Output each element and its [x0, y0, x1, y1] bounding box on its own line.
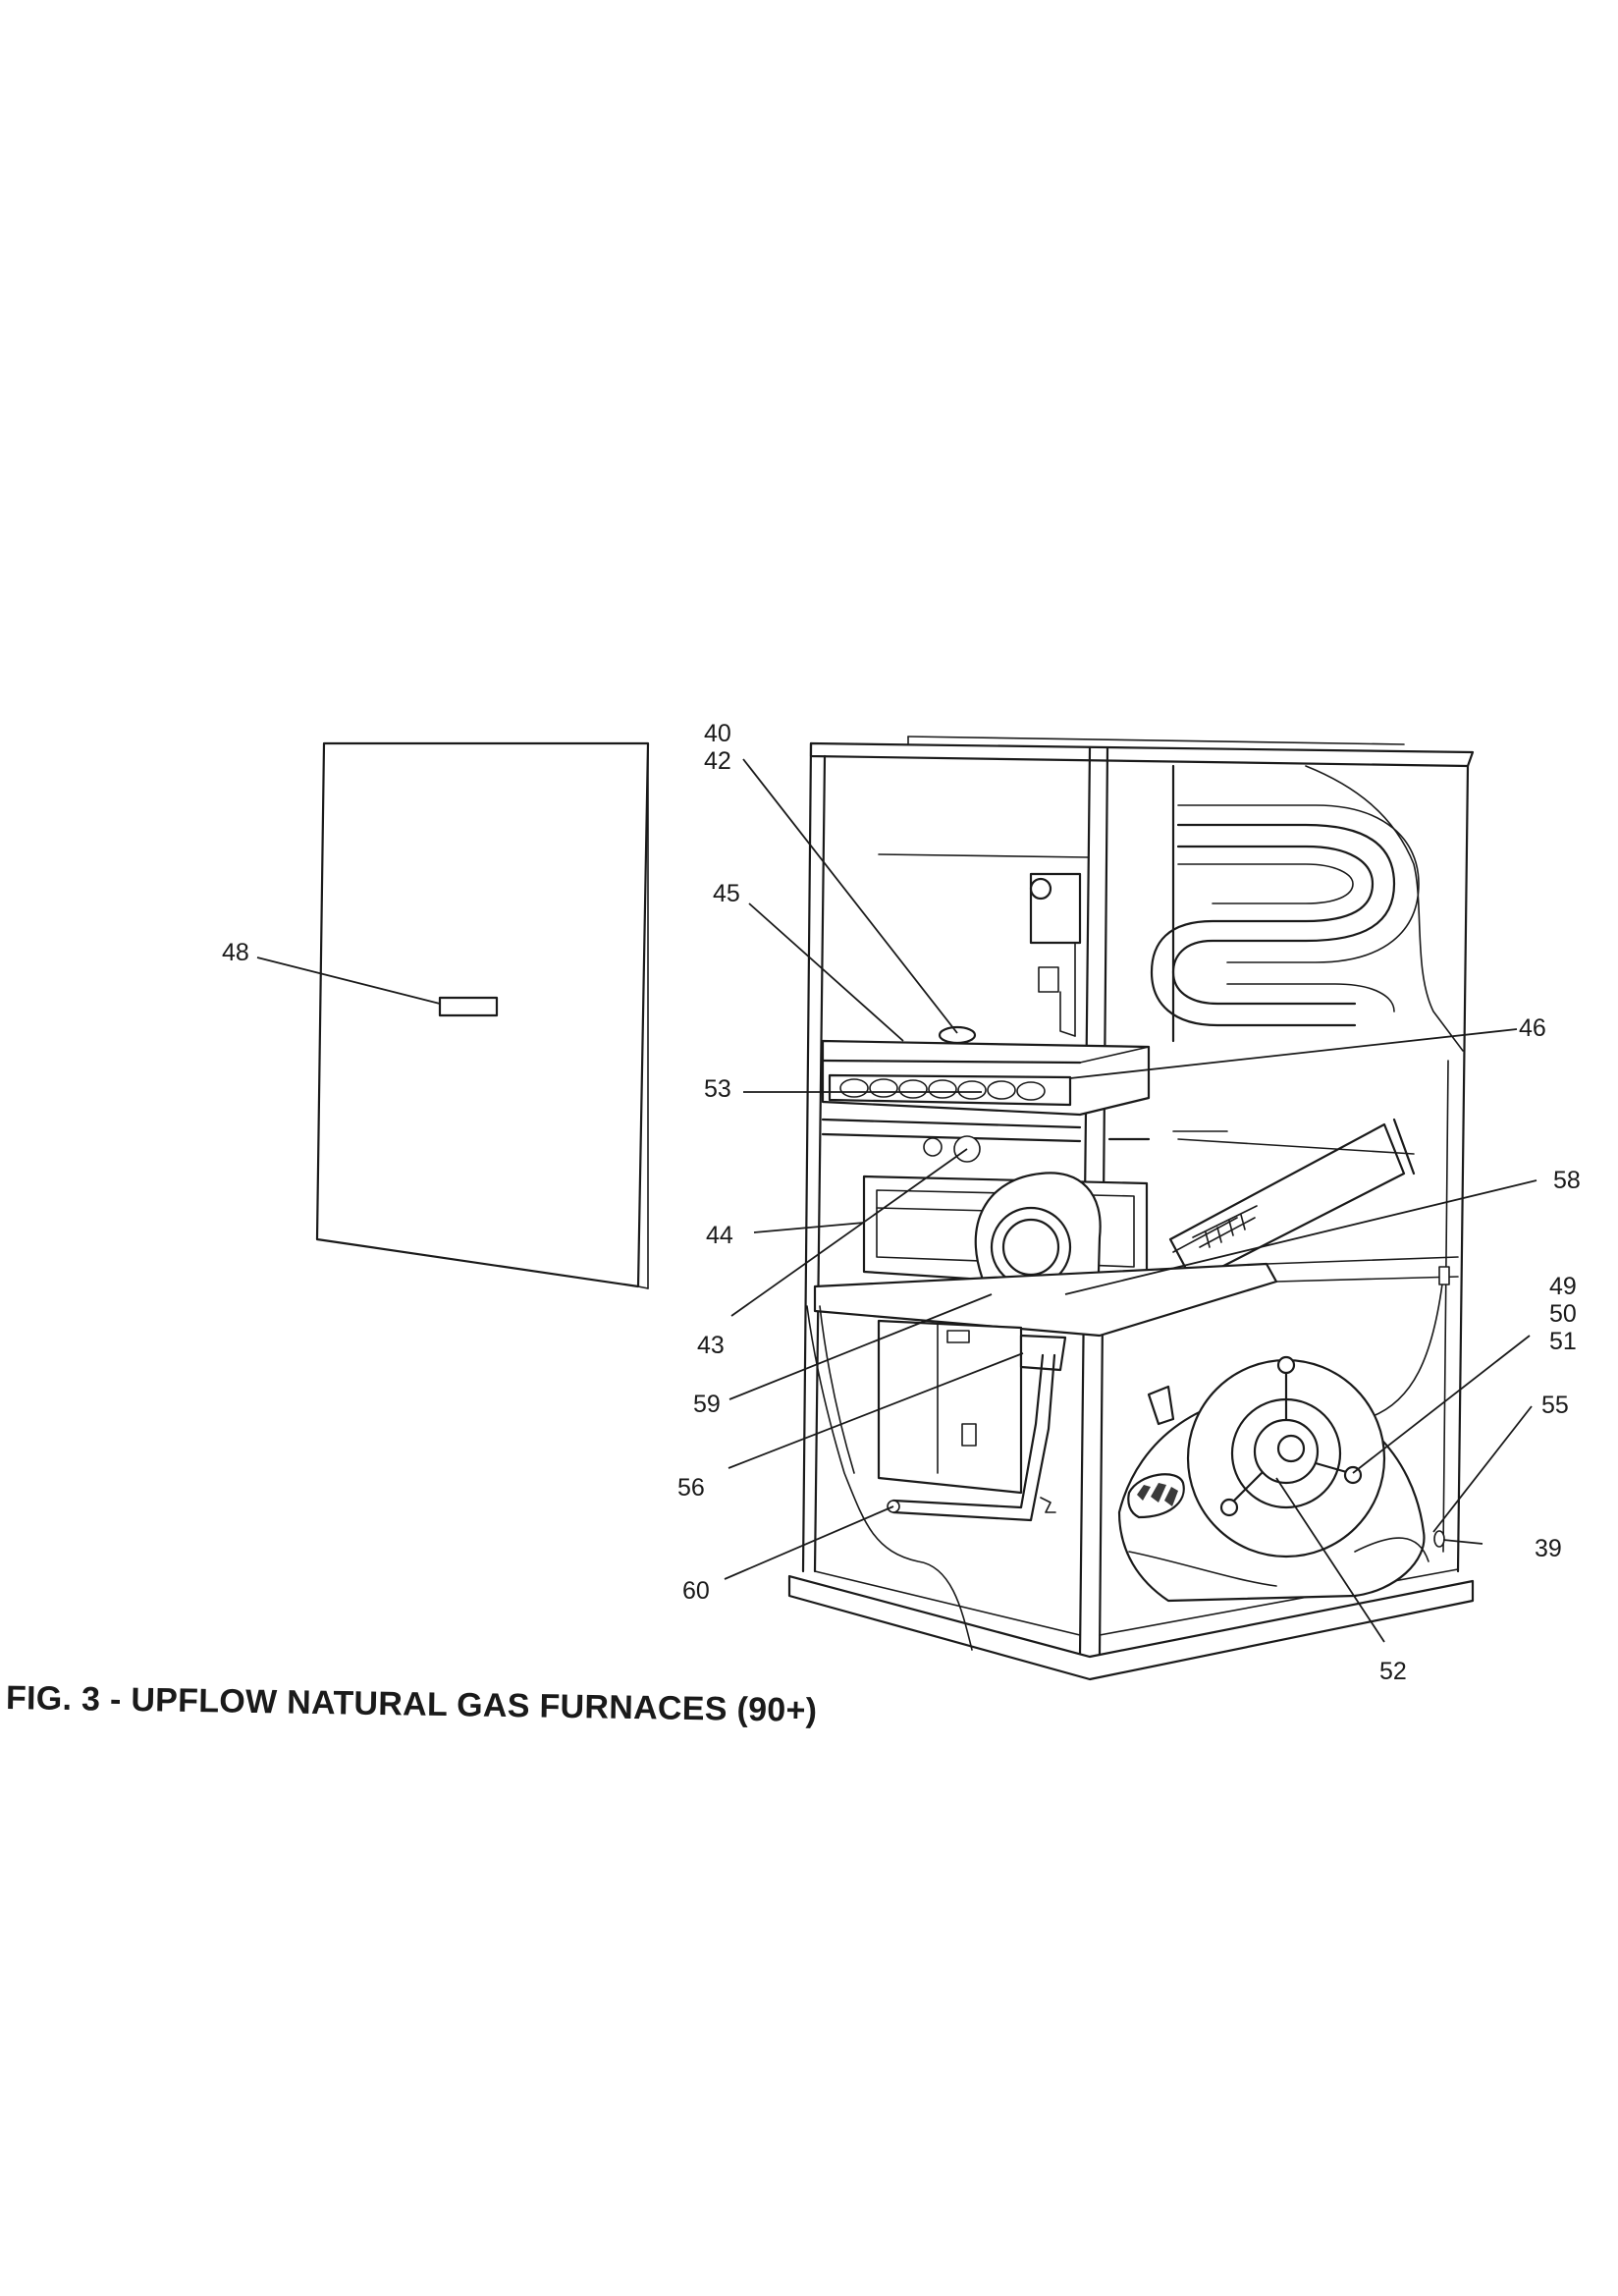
misc-parts [1040, 1266, 1450, 1548]
callout-59: 59 [693, 1391, 721, 1418]
door-handle-label [438, 996, 499, 1017]
main-blower [1117, 1355, 1429, 1603]
leader-lines [256, 758, 1537, 1643]
callout-55: 55 [1541, 1392, 1569, 1419]
door-panel [315, 741, 650, 1289]
callout-46: 46 [1519, 1014, 1546, 1042]
callout-43: 43 [697, 1332, 725, 1359]
callout-58: 58 [1553, 1167, 1581, 1194]
gas-valve-box [877, 1319, 1067, 1495]
callout-56: 56 [677, 1474, 705, 1502]
callout-40: 40 [704, 720, 731, 747]
callout-48: 48 [222, 939, 249, 966]
callout-labels: 48 40 42 45 46 53 58 44 43 49 50 51 55 5… [222, 720, 1581, 1685]
callout-49: 49 [1549, 1273, 1577, 1300]
callout-39: 39 [1535, 1535, 1562, 1562]
callout-50: 50 [1549, 1300, 1577, 1328]
blower-deck [813, 1256, 1459, 1338]
burner-assembly [821, 1025, 1151, 1163]
upper-controls [878, 853, 1089, 1037]
callout-42: 42 [704, 747, 731, 775]
callout-52: 52 [1379, 1658, 1407, 1685]
vent-pipe [1168, 1118, 1416, 1284]
callout-51: 51 [1549, 1328, 1577, 1355]
callout-45: 45 [713, 880, 740, 907]
callout-60: 60 [682, 1577, 710, 1605]
heat-exchanger-coil [1150, 764, 1464, 1052]
callout-44: 44 [706, 1222, 733, 1249]
callout-53: 53 [704, 1075, 731, 1103]
